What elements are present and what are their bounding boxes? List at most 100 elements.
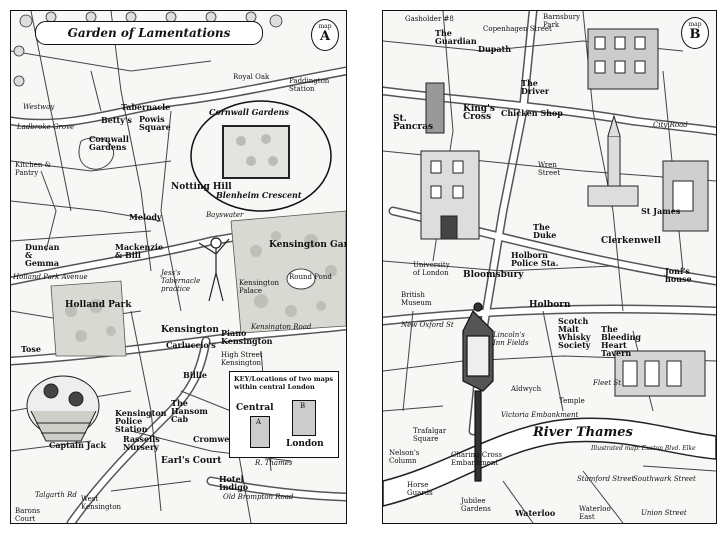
key-box-b: B (292, 400, 316, 436)
label-gasholder: Gasholder #8 (405, 15, 454, 23)
label-jubilee: Jubilee Gardens (461, 497, 491, 513)
badge-letter: A (319, 29, 331, 44)
label-fleet: Fleet St (593, 379, 622, 387)
label-kensington-gardens: Kensington Gardens (269, 240, 347, 250)
label-melody: Melody (129, 212, 162, 222)
label-betty: Betty's (101, 115, 132, 125)
label-waterloo-east: Waterloo East (579, 505, 611, 521)
label-cornwall: Cornwall Gardens (89, 134, 129, 152)
label-horse-guards: Horse Guards (407, 481, 433, 497)
lamp-post-illustration (462, 302, 494, 482)
label-union: Union Street (641, 509, 687, 517)
label-kensington-palace: Kensington Palace (239, 279, 280, 295)
label-aldwych: Aldwych (511, 385, 542, 393)
label-hansom: The Hansom Cab (171, 398, 208, 424)
label-kitchen: Kitchen & Pantry (15, 161, 51, 177)
label-trafalgar: Trafalgar Square (413, 427, 447, 443)
label-st-james: St James (641, 206, 681, 216)
label-driver: The Driver (521, 78, 550, 96)
label-holland-park: Holland Park (65, 300, 132, 310)
label-round-pond: Round Pond (289, 273, 332, 281)
label-dupath: Dupath (478, 44, 512, 54)
label-notting-hill: Notting Hill (171, 182, 232, 192)
label-river-thames: River Thames (533, 425, 633, 440)
label-kensington: Kensington (161, 325, 219, 335)
label-barnsbury: Barnsbury Park (543, 13, 581, 29)
label-old-brompton: Old Brompton Road (223, 493, 294, 501)
key-box-a: A (250, 416, 270, 448)
label-ladbroke: Ladbroke Grove (17, 123, 75, 131)
label-hotel-indigo: Hotel Indigo (219, 474, 249, 492)
label-british-museum: British Museum (401, 291, 432, 307)
inset-caption: Blenheim Crescent (216, 190, 302, 200)
label-duke: The Duke (533, 222, 557, 240)
label-holland-park-avenue: Holland Park Avenue (13, 273, 88, 281)
key-central: Central (236, 403, 274, 413)
label-tabernacle: Tabernacle (121, 102, 171, 112)
label-guardian: The Guardian (435, 28, 477, 46)
label-bleeding: The Bleeding Heart Tavern (601, 324, 642, 358)
map-badge-a: map A (311, 19, 339, 51)
map-panel-a: Garden of Lamentations map A Cornwall Ga… (10, 10, 347, 524)
label-charing: Charing Cross Embankment (451, 451, 502, 467)
label-stamford: Stamford Street (577, 475, 635, 483)
label-mackenzie: Mackenzie & Bill (115, 242, 164, 260)
label-scotch: Scotch Malt Whisky Society (558, 316, 591, 350)
label-waterloo: Waterloo (515, 508, 556, 518)
label-powis: Powis Square (139, 114, 171, 132)
label-high-street: High Street Kensington (221, 351, 263, 367)
inset-title: Cornwall Gardens (209, 107, 289, 117)
label-bayswater: Bayswater (206, 211, 244, 219)
key-london: London (286, 439, 324, 449)
label-city-road: City Road (653, 121, 688, 129)
label-victoria: Victoria Embankment (501, 411, 579, 419)
label-jess: Jess's Tabernacle practice (161, 269, 201, 293)
basket-illustration (26, 375, 100, 442)
label-rassells: Rassells Nursery (123, 434, 160, 452)
label-billie: Billie (183, 370, 208, 380)
dancer-figure (198, 237, 230, 302)
badge-letter: B (689, 27, 701, 42)
label-university: University of London (413, 261, 450, 277)
label-talgarth: Talgarth Rd (35, 491, 77, 499)
label-kensington-road: Kensington Road (251, 323, 312, 331)
street-network-b (383, 11, 716, 523)
key-signature: R. Thames (255, 459, 293, 467)
label-paddington: Paddington Station (289, 77, 330, 93)
badge-prefix: map (688, 21, 702, 28)
key-title: KEY/Locations of two maps within central… (234, 375, 334, 391)
label-tose: Tose (21, 344, 41, 354)
label-west-kensington: West Kensington (81, 495, 122, 511)
locator-key: KEY/Locations of two maps within central… (229, 371, 339, 458)
label-holborn-police: Holborn Police Sta. (511, 250, 559, 268)
label-new-oxford: New Oxford St (401, 321, 454, 329)
label-chicken: Chicken Shop (501, 108, 563, 118)
label-duncan: Duncan & Gemma (25, 242, 60, 268)
label-piano: Piano Kensington (221, 328, 273, 346)
label-temple: Temple (559, 397, 585, 405)
map-title: Garden of Lamentations (35, 21, 263, 45)
map-panel-b: map B Gasholder #8 Copenhagen Street Bar… (382, 10, 717, 524)
label-kings-cross: King's Cross (463, 104, 495, 122)
label-southwark: Southwark Street (633, 475, 696, 483)
label-earls-court: Earl's Court (161, 456, 222, 466)
label-lincolns: Lincoln's Inn Fields (493, 331, 529, 347)
label-wren: Wren Street (538, 161, 561, 177)
label-carluccio: Carluccio's (166, 340, 216, 350)
label-clerkenwell: Clerkenwell (601, 236, 661, 246)
badge-prefix: map (318, 23, 332, 30)
label-cromwell: Cromwell (193, 434, 236, 444)
building-illustrations (420, 28, 709, 397)
label-barons: Barons Court (15, 507, 40, 523)
label-copenhagen: Copenhagen Street (483, 25, 552, 33)
label-nelsons: Nelson's Column (389, 449, 420, 465)
label-captain: Captain Jack (49, 440, 107, 450)
label-police: Kensington Police Station (115, 408, 167, 434)
label-royal-oak: Royal Oak (233, 73, 270, 81)
illustrator-signature: Illustrated map: Euston Blvd. Elke (591, 445, 696, 452)
label-st-pancras: St. Pancras (393, 114, 434, 132)
label-bloomsbury: Bloomsbury (463, 270, 524, 280)
map-badge-b: map B (681, 17, 709, 49)
label-westway: Westway (23, 103, 55, 111)
river-thames-shape (383, 417, 716, 507)
